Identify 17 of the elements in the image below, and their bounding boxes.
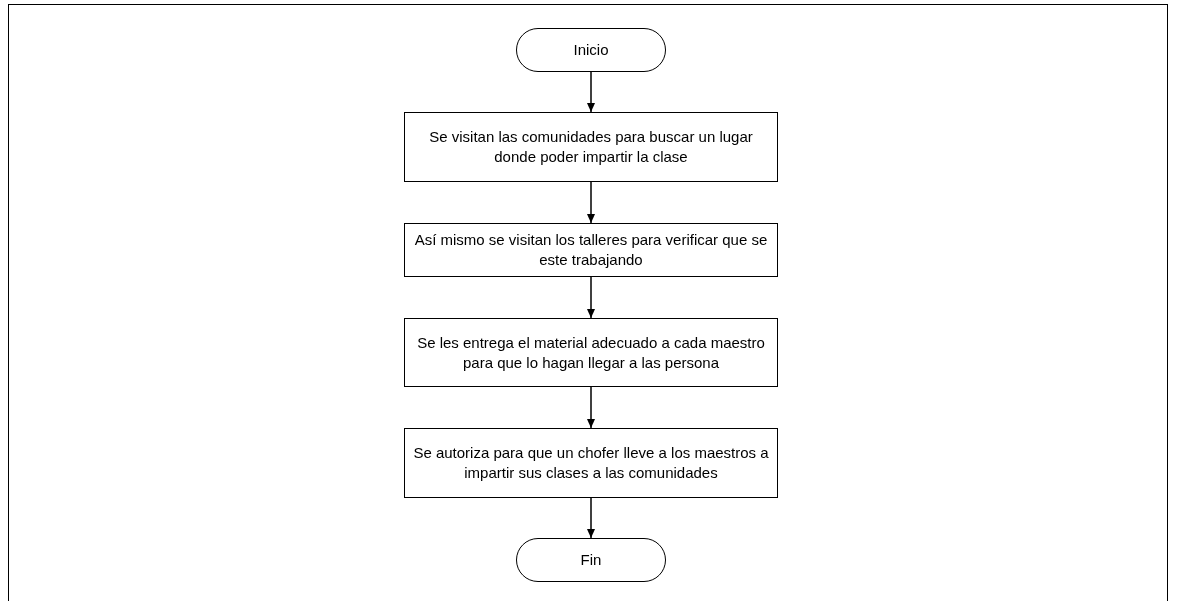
arrow — [587, 71, 595, 113]
node-text: Fin — [580, 550, 602, 570]
process-box — [404, 112, 778, 182]
arrow — [587, 497, 595, 539]
node-text: Así mismo se visitan los talleres para verificar que se este trabajando — [413, 230, 769, 270]
terminator — [516, 538, 666, 582]
process-box — [404, 428, 778, 498]
process-box — [404, 223, 778, 277]
node-text: Inicio — [573, 40, 609, 60]
node-text: Se visitan las comunidades para buscar un lugar donde poder impartir la clase — [428, 127, 754, 167]
arrow — [587, 276, 595, 319]
node-text: Se les entrega el material adecuado a cada maestro para que lo hagan llegar a las persona — [416, 332, 766, 373]
terminator — [516, 28, 666, 72]
node-text: Se autoriza para que un chofer lleve a los maestros a impartir sus clases a las comunidades — [413, 443, 769, 483]
arrow — [587, 386, 595, 429]
process-box — [404, 318, 778, 387]
arrow — [587, 181, 595, 224]
